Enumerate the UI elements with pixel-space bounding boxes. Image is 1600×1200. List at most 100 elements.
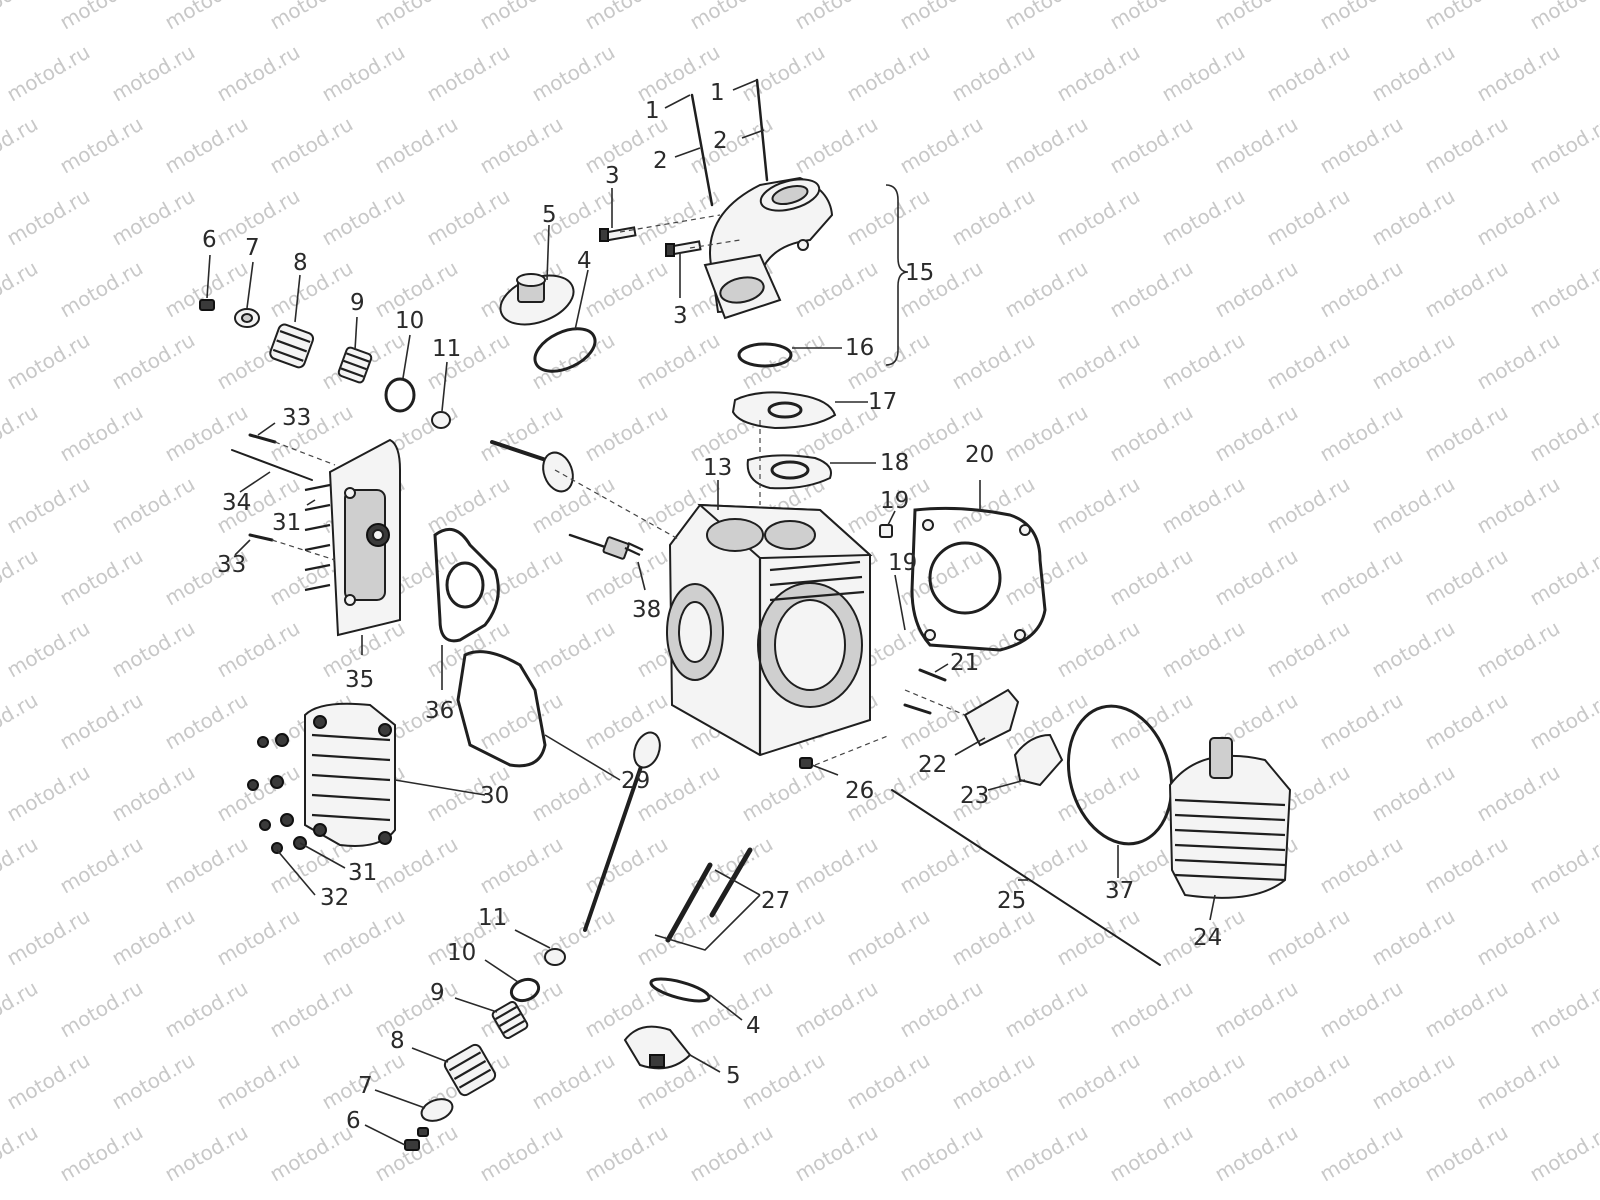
- watermark-text: motod.ru: [1106, 1120, 1197, 1187]
- cylinder-head-13: [666, 503, 873, 757]
- watermark-text: motod.ru: [1211, 112, 1302, 179]
- watermark-text: motod.ru: [161, 0, 252, 34]
- watermark-text: motod.ru: [1473, 1048, 1564, 1115]
- watermark-text: motod.ru: [1053, 904, 1144, 971]
- callout-25: 25: [997, 888, 1026, 914]
- watermark-text: motod.ru: [581, 400, 672, 467]
- watermark-text: motod.ru: [266, 0, 357, 34]
- callout-36: 36: [425, 698, 454, 724]
- watermark-text: motod.ru: [1211, 0, 1302, 34]
- bolt-21a: [918, 668, 947, 682]
- valve-cap-upper: [499, 273, 575, 326]
- watermark-text: motod.ru: [1421, 256, 1512, 323]
- watermark-text: motod.ru: [108, 472, 199, 539]
- watermark-text: motod.ru: [1001, 544, 1092, 611]
- watermark-text: motod.ru: [318, 40, 409, 107]
- callout-34: 34: [222, 490, 251, 516]
- watermark-text: motod.ru: [1526, 544, 1600, 611]
- watermark-text: motod.ru: [791, 1120, 882, 1187]
- watermark-text: motod.ru: [1526, 0, 1600, 34]
- watermark-text: motod.ru: [528, 1048, 619, 1115]
- watermark-text: motod.ru: [3, 40, 94, 107]
- callout-15: 15: [905, 260, 934, 286]
- watermark-text: motod.ru: [1368, 1048, 1459, 1115]
- watermark-text: motod.ru: [1368, 40, 1459, 107]
- callout-5a: 5: [542, 202, 557, 228]
- watermark-text: motod.ru: [1106, 112, 1197, 179]
- watermark-text: motod.ru: [1106, 256, 1197, 323]
- watermark-text: motod.ru: [0, 400, 42, 467]
- guide-22: [963, 688, 1020, 747]
- watermark-text: motod.ru: [476, 112, 567, 179]
- watermark-text: motod.ru: [1106, 688, 1197, 755]
- watermark-text: motod.ru: [1421, 0, 1512, 34]
- watermark-text: motod.ru: [56, 544, 147, 611]
- watermark-text: motod.ru: [108, 616, 199, 683]
- callout-2a: 2: [653, 148, 668, 174]
- watermark-text: motod.ru: [0, 112, 42, 179]
- watermark-text: motod.ru: [843, 40, 934, 107]
- watermark-text: motod.ru: [1158, 616, 1249, 683]
- watermark-text: motod.ru: [1053, 40, 1144, 107]
- watermark-text: motod.ru: [843, 184, 934, 251]
- watermark-text: motod.ru: [528, 616, 619, 683]
- watermark-text: motod.ru: [686, 0, 777, 34]
- callout-31a: 31: [272, 510, 301, 536]
- callout-17: 17: [868, 389, 897, 415]
- watermark-text: motod.ru: [1158, 328, 1249, 395]
- watermark-text: motod.ru: [738, 40, 829, 107]
- watermark-text: motod.ru: [1316, 0, 1407, 34]
- watermark-text: motod.ru: [1421, 544, 1512, 611]
- watermark-text: motod.ru: [1526, 688, 1600, 755]
- callout-22: 22: [918, 752, 947, 778]
- watermark-text: motod.ru: [0, 688, 42, 755]
- watermark-text: motod.ru: [161, 1120, 252, 1187]
- watermark-text: motod.ru: [948, 1048, 1039, 1115]
- watermark-text: motod.ru: [1053, 184, 1144, 251]
- watermark-text: motod.ru: [423, 184, 514, 251]
- watermark-text: motod.ru: [1316, 688, 1407, 755]
- callout-38: 38: [632, 597, 661, 623]
- watermark-text: motod.ru: [1211, 256, 1302, 323]
- watermark-text: motod.ru: [1526, 976, 1600, 1043]
- callout-1a: 1: [645, 98, 660, 124]
- callout-4b: 4: [746, 1013, 761, 1039]
- watermark-text: motod.ru: [1473, 760, 1564, 827]
- watermark-text: motod.ru: [1053, 760, 1144, 827]
- watermark-text: motod.ru: [1316, 256, 1407, 323]
- watermark-text: motod.ru: [371, 112, 462, 179]
- watermark-text: motod.ru: [528, 40, 619, 107]
- watermark-text: motod.ru: [213, 40, 304, 107]
- watermark-text: motod.ru: [3, 1048, 94, 1115]
- watermark-text: motod.ru: [266, 256, 357, 323]
- watermark-text: motod.ru: [1106, 0, 1197, 34]
- watermark-text: motod.ru: [0, 544, 42, 611]
- watermark-text: motod.ru: [3, 760, 94, 827]
- callout-24: 24: [1193, 925, 1222, 951]
- watermark-text: motod.ru: [1158, 184, 1249, 251]
- watermark-text: motod.ru: [56, 832, 147, 899]
- callout-11a: 11: [432, 336, 461, 362]
- watermark-text: motod.ru: [56, 976, 147, 1043]
- watermark-text: motod.ru: [371, 976, 462, 1043]
- watermark-text: motod.ru: [1053, 472, 1144, 539]
- watermark-text: motod.ru: [1053, 328, 1144, 395]
- watermark-text: motod.ru: [1526, 112, 1600, 179]
- gasket-18: [746, 454, 832, 490]
- watermark-text: motod.ru: [791, 976, 882, 1043]
- cylinder-24: [1168, 737, 1292, 899]
- watermark-text: motod.ru: [108, 1048, 199, 1115]
- watermark-text: motod.ru: [213, 904, 304, 971]
- watermark-text: motod.ru: [161, 112, 252, 179]
- watermark-text: motod.ru: [791, 256, 882, 323]
- watermark-text: motod.ru: [528, 328, 619, 395]
- watermark-text: motod.ru: [56, 0, 147, 34]
- watermark-text: motod.ru: [633, 328, 724, 395]
- intake-screw-upper: [599, 226, 637, 242]
- watermark-text: motod.ru: [423, 472, 514, 539]
- insulator-17: [731, 391, 837, 430]
- callout-5b: 5: [726, 1063, 741, 1089]
- watermark-text: motod.ru: [56, 112, 147, 179]
- watermark-text: motod.ru: [213, 1048, 304, 1115]
- watermark-text: motod.ru: [371, 0, 462, 34]
